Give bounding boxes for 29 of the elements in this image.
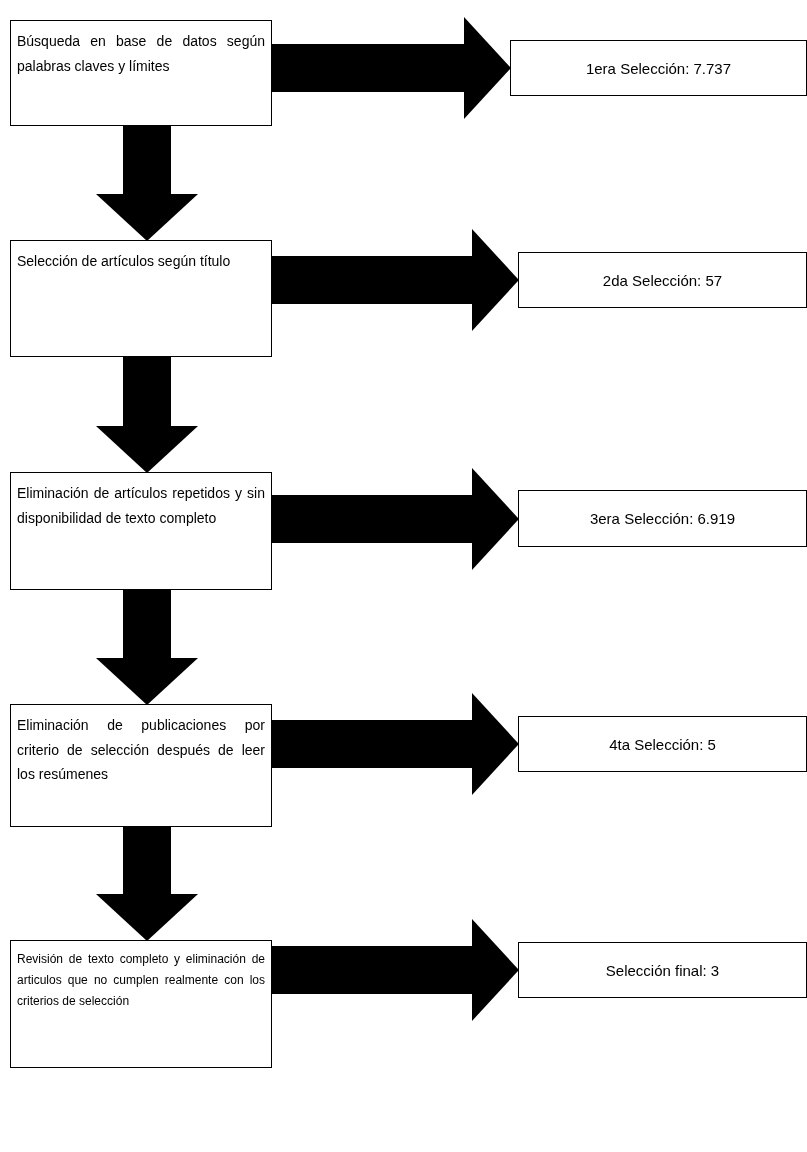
step-text: Eliminación de artículos repetidos y sin disponibilidad de texto completo — [17, 484, 265, 528]
result-box — [510, 40, 807, 96]
process-box — [10, 704, 272, 827]
result-box — [518, 942, 807, 998]
block-arrow — [96, 357, 198, 473]
process-box — [10, 20, 272, 126]
block-arrow — [96, 590, 198, 705]
process-box — [10, 940, 272, 1068]
result-text: Selección final: 3 — [604, 961, 721, 979]
block-arrow — [272, 468, 519, 570]
process-box — [10, 472, 272, 590]
block-arrow — [272, 17, 511, 119]
result-box — [518, 490, 807, 547]
result-text: 2da Selección: 57 — [601, 271, 724, 289]
result-box — [518, 252, 807, 308]
block-arrow — [272, 693, 519, 795]
process-box — [10, 240, 272, 357]
result-box — [518, 716, 807, 772]
block-arrow — [96, 827, 198, 941]
result-text: 3era Selección: 6.919 — [588, 510, 737, 527]
result-text: 4ta Selección: 5 — [608, 735, 717, 753]
step-text: Eliminación de publicaciones por criterio de selección después de leer los resúmenes — [17, 716, 265, 784]
step-text: Selección de artículos según título — [17, 252, 232, 271]
step-text: Búsqueda en base de datos según palabras claves y límites — [17, 32, 265, 76]
block-arrow — [272, 919, 519, 1021]
result-text: 1era Selección: 7.737 — [584, 59, 733, 77]
step-text: Revisión de texto completo y eliminación de articulos que no cumplen realmente con los criterios de selección — [17, 951, 265, 1010]
block-arrow — [272, 229, 519, 331]
block-arrow — [96, 126, 198, 241]
